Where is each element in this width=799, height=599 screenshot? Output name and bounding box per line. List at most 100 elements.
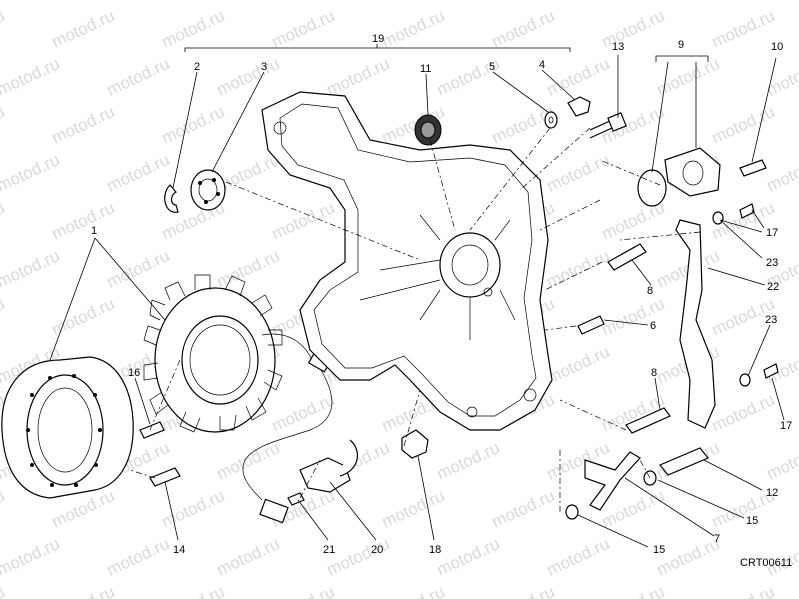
leader-10 xyxy=(751,57,777,163)
callout-17-top: 17 xyxy=(766,227,778,239)
callout-2: 2 xyxy=(194,61,200,73)
watermark-text: motod.ru xyxy=(434,534,503,580)
callout-17-bottom: 17 xyxy=(780,420,792,432)
watermark-text: motod.ru xyxy=(324,534,393,580)
washer-23-bottom xyxy=(739,373,751,387)
watermark-text: motod.ru xyxy=(709,390,778,436)
dowel-18 xyxy=(401,429,429,459)
screw-21 xyxy=(287,492,305,506)
callout-7: 7 xyxy=(714,533,720,545)
oil-seal xyxy=(414,114,442,146)
watermark-text: motod.ru xyxy=(489,486,558,532)
watermark-text: motod.ru xyxy=(49,102,118,148)
screw-10 xyxy=(739,159,767,177)
leader-15a xyxy=(657,479,745,519)
leader-4 xyxy=(541,69,576,101)
watermark-text: motod.ru xyxy=(159,486,228,532)
watermark-text: motod.ru xyxy=(214,54,283,100)
watermark-text: motod.ru xyxy=(49,198,118,244)
watermark-text: motod.ru xyxy=(764,0,799,4)
watermark-text: motod.ru xyxy=(599,582,668,599)
watermark-text: motod.ru xyxy=(49,6,118,52)
watermark-text: motod.ru xyxy=(0,246,62,292)
leader-15b xyxy=(577,514,649,548)
leader-9 xyxy=(651,61,697,173)
watermark-text: motod.ru xyxy=(654,0,723,4)
leader-1 xyxy=(49,237,166,361)
watermark-text: motod.ru xyxy=(159,6,228,52)
callout-20: 20 xyxy=(371,544,383,556)
watermark-text: motod.ru xyxy=(269,198,338,244)
watermark-text: motod.ru xyxy=(104,54,173,100)
watermark-text: motod.ru xyxy=(544,54,613,100)
watermark-text: motod.ru xyxy=(544,534,613,580)
watermark-text: motod.ru xyxy=(159,102,228,148)
watermark-text: motod.ru xyxy=(434,0,503,4)
callout-5: 5 xyxy=(489,61,495,73)
watermark-text: motod.ru xyxy=(599,102,668,148)
watermark-text: motod.ru xyxy=(0,102,7,148)
watermark-text: motod.ru xyxy=(379,6,448,52)
watermark-text: motod.ru xyxy=(104,246,173,292)
watermark-text: motod.ru xyxy=(0,0,62,4)
watermark-text: motod.ru xyxy=(764,438,799,484)
watermark-text: motod.ru xyxy=(214,0,283,4)
watermark-text: motod.ru xyxy=(654,534,723,580)
watermark-text: motod.ru xyxy=(379,582,448,599)
watermark-text: motod.ru xyxy=(0,294,7,340)
callout-19: 19 xyxy=(372,33,384,45)
watermark-text: motod.ru xyxy=(0,6,7,52)
watermark-text: motod.ru xyxy=(0,198,7,244)
watermark-text: motod.ru xyxy=(489,6,558,52)
wire-connector xyxy=(259,498,289,524)
bolt-8-upper xyxy=(607,243,647,271)
generator-cover xyxy=(261,91,553,431)
watermark-text: motod.ru xyxy=(269,390,338,436)
o-ring xyxy=(637,169,667,207)
callout-10: 10 xyxy=(771,41,783,53)
screw-17-top xyxy=(739,203,755,219)
watermark-text: motod.ru xyxy=(214,246,283,292)
screw-17-bottom xyxy=(763,363,779,379)
leader-17-bottom xyxy=(771,377,785,421)
watermark-text: motod.ru xyxy=(324,0,393,4)
bearing xyxy=(190,169,226,211)
watermark-text: motod.ru xyxy=(544,342,613,388)
watermark-text: motod.ru xyxy=(489,582,558,599)
leader-5 xyxy=(492,71,549,113)
watermark-text: motod.ru xyxy=(104,150,173,196)
watermark-text: motod.ru xyxy=(269,6,338,52)
watermark-text: motod.ru xyxy=(379,486,448,532)
watermark-text: motod.ru xyxy=(544,0,613,4)
callout-14: 14 xyxy=(173,544,185,556)
leader-12 xyxy=(703,459,763,491)
cable-guide xyxy=(339,439,358,477)
leader-18 xyxy=(417,455,435,541)
washer-5 xyxy=(544,111,558,129)
screw-16 xyxy=(139,421,165,439)
callout-21: 21 xyxy=(323,544,335,556)
callout-12: 12 xyxy=(766,487,778,499)
watermark-text: motod.ru xyxy=(49,294,118,340)
callout-4: 4 xyxy=(539,59,545,71)
watermark-text: motod.ru xyxy=(214,534,283,580)
callout-23-bottom: 23 xyxy=(765,314,777,326)
watermark-text: motod.ru xyxy=(764,150,799,196)
callout-22: 22 xyxy=(767,281,779,293)
watermark-text: motod.ru xyxy=(764,54,799,100)
circlip xyxy=(164,184,179,213)
leader-8-upper xyxy=(631,259,652,286)
leader-6 xyxy=(603,319,649,326)
callout-15a: 15 xyxy=(746,515,758,527)
watermark-text: motod.ru xyxy=(654,54,723,100)
callout-9: 9 xyxy=(678,39,684,51)
flange-cover xyxy=(664,147,721,197)
watermark-text: motod.ru xyxy=(269,582,338,599)
callout-15b: 15 xyxy=(653,544,665,556)
bolt-13 xyxy=(589,112,627,139)
leader-23-bottom xyxy=(747,324,771,377)
screw-14 xyxy=(149,467,181,487)
watermark-text: motod.ru xyxy=(104,534,173,580)
